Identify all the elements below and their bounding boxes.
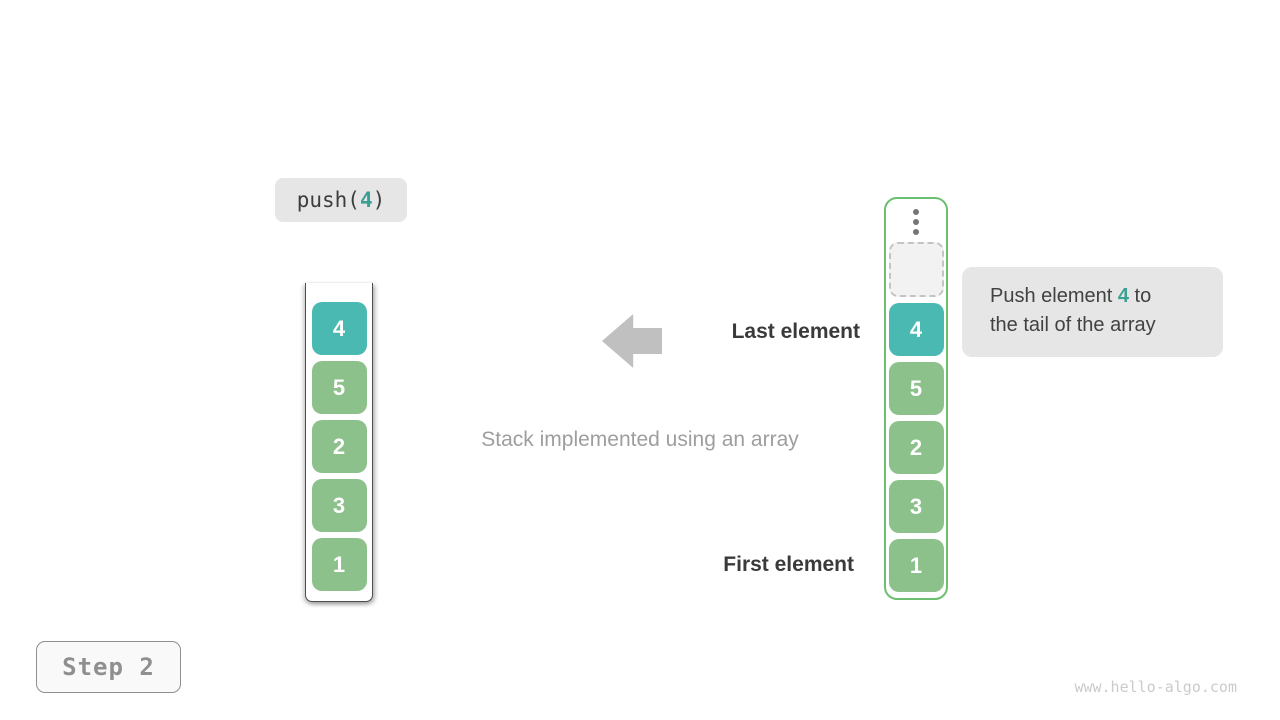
array-cell: 5	[888, 362, 944, 415]
stack-cell: 1	[311, 538, 367, 591]
array-cell: 3	[888, 480, 944, 533]
push-call-prefix: push(	[296, 188, 360, 212]
tooltip-text: Push element 4 to the tail of the array	[990, 285, 1156, 336]
stack-cell: 3	[311, 479, 367, 532]
push-operation-chip: push(4)	[275, 178, 407, 222]
tooltip-highlight-value: 4	[1117, 285, 1129, 307]
push-call-suffix: )	[372, 188, 386, 212]
step-badge: Step 2	[36, 641, 181, 693]
array-empty-slot	[888, 242, 944, 297]
vertical-ellipsis-icon	[913, 208, 919, 236]
tooltip-bubble: Push element 4 to the tail of the array	[962, 267, 1223, 357]
watermark: www.hello-algo.com	[1074, 678, 1237, 696]
stack-cell: 2	[311, 420, 367, 473]
diagram-caption: Stack implemented using an array	[481, 428, 799, 451]
first-element-label: First element	[723, 553, 854, 576]
array-cell: 1	[888, 539, 944, 592]
array-cell-tail: 4	[888, 303, 944, 356]
array-container: 4 5 2 3 1	[884, 197, 948, 600]
array-cell: 2	[888, 421, 944, 474]
last-element-label: Last element	[731, 320, 860, 343]
arrow-left-icon	[602, 314, 662, 368]
abstract-stack-container: 4 5 2 3 1	[305, 283, 373, 602]
stack-cell: 5	[311, 361, 367, 414]
push-call-arg: 4	[359, 188, 373, 212]
stack-cell-top: 4	[311, 302, 367, 355]
